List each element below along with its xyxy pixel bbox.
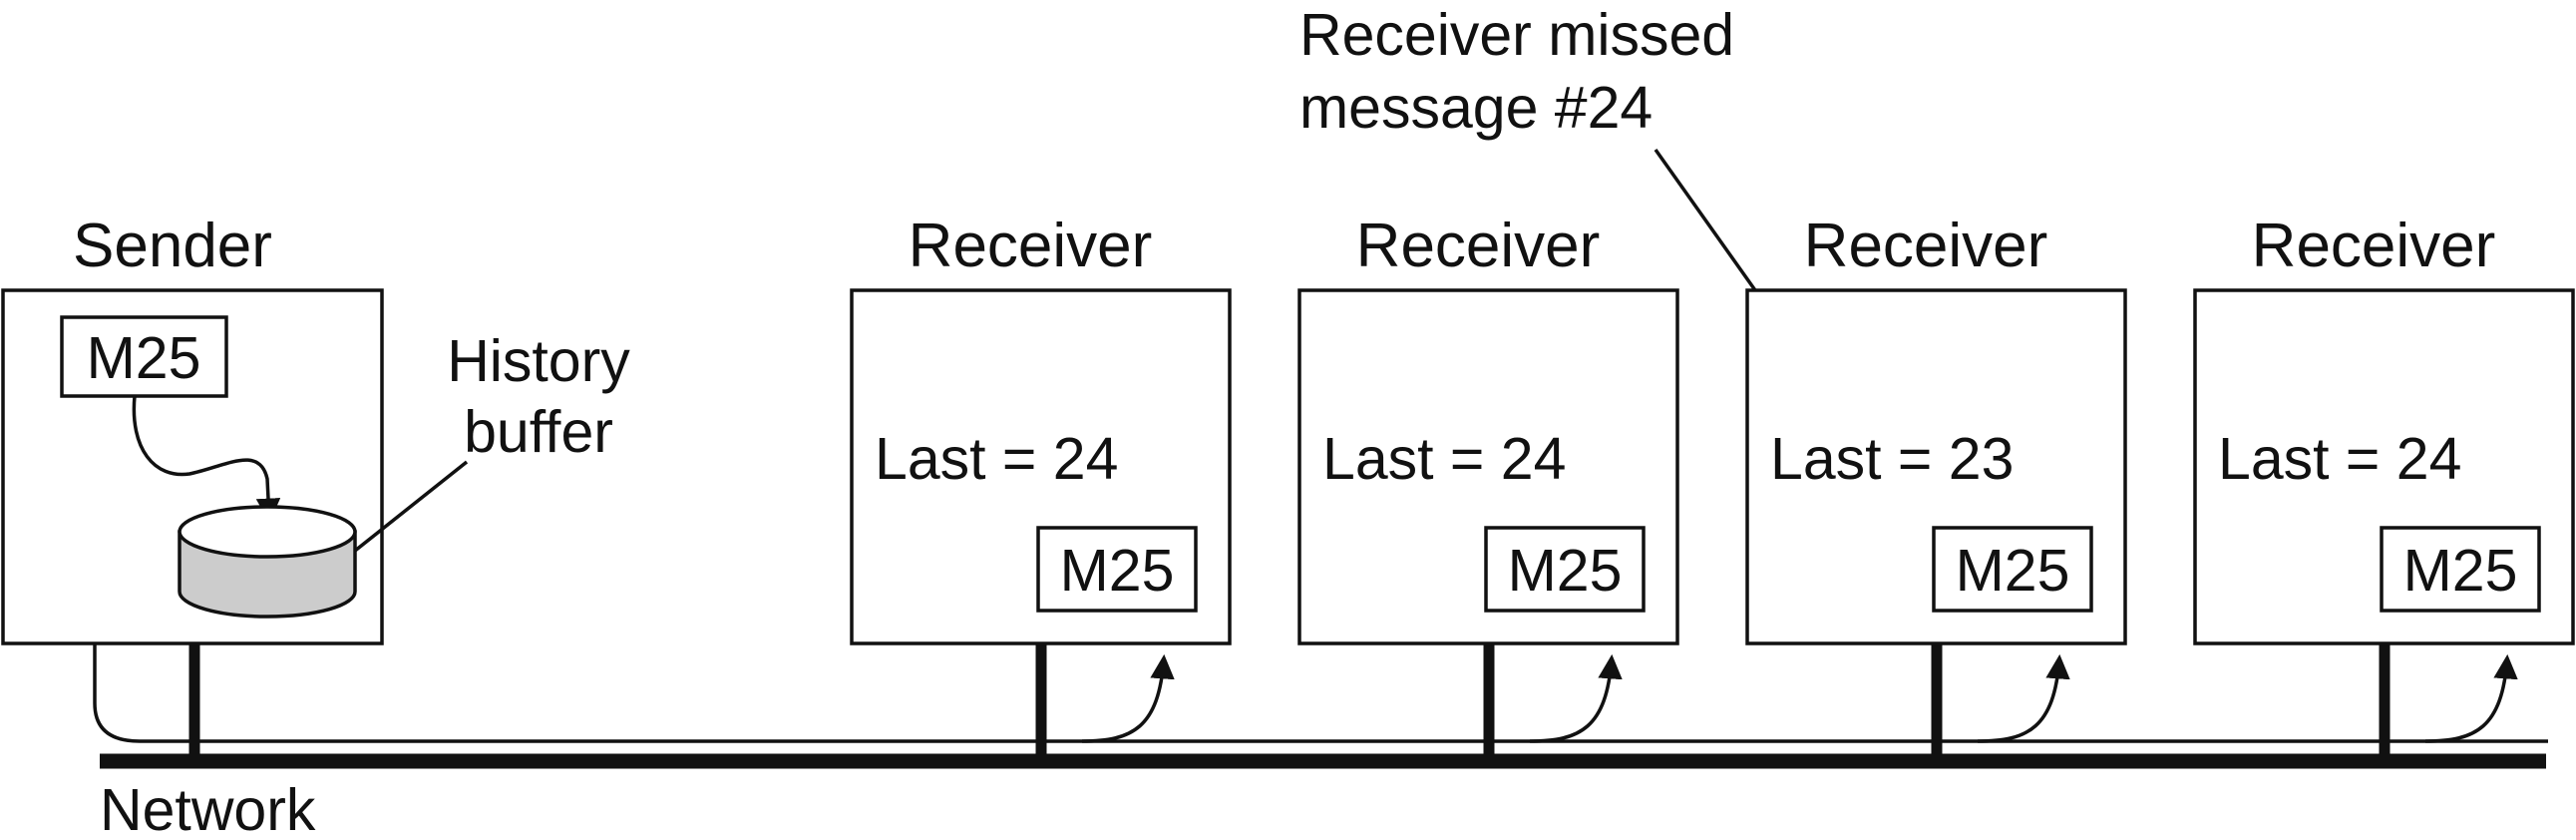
- receiver-2-deliver-arrow: [1529, 653, 1623, 743]
- receiver-1-message-box: [1036, 526, 1198, 613]
- history-buffer-pointer: [353, 460, 469, 553]
- receiver-1-last: Last = 24: [875, 426, 1118, 492]
- receiver-4-message-label: M25: [2403, 538, 2518, 604]
- receiver-3-last: Last = 23: [1770, 426, 2014, 492]
- receiver-4-deliver-arrow: [2424, 653, 2518, 743]
- callout-pointer: [1654, 148, 1757, 292]
- callout-line1: Receiver missed: [1299, 2, 1734, 68]
- sender-title: Sender: [73, 211, 272, 280]
- receiver-3-deliver-arrow: [1977, 653, 2070, 743]
- receiver-4-title: Receiver: [2252, 211, 2496, 280]
- receiver-2-last: Last = 24: [1322, 426, 1566, 492]
- receiver-1-title: Receiver: [909, 211, 1153, 280]
- receiver-2-message-label: M25: [1508, 538, 1623, 604]
- receiver-3-title: Receiver: [1804, 211, 2048, 280]
- callout-line2: message #24: [1299, 75, 1653, 141]
- receiver-2-title: Receiver: [1356, 211, 1601, 280]
- receiver-3-message-box: [1932, 526, 2093, 613]
- receiver-1-message-label: M25: [1060, 538, 1175, 604]
- sender-message-label: M25: [87, 325, 201, 391]
- history-buffer-icon: [178, 505, 357, 619]
- sender-message-box: [60, 315, 228, 398]
- receiver-1-deliver-arrow: [1081, 653, 1175, 743]
- receiver-3-message-label: M25: [1956, 538, 2070, 604]
- receiver-4-message-box: [2380, 526, 2541, 613]
- receiver-4-last: Last = 24: [2218, 426, 2461, 492]
- sender-store-arrow: [132, 395, 281, 524]
- history-buffer-label-line1: History: [447, 328, 630, 394]
- history-buffer-label-line2: buffer: [464, 399, 613, 465]
- multicast-path: [93, 396, 2548, 743]
- receiver-2-message-box: [1484, 526, 1646, 613]
- network-label: Network: [100, 777, 316, 840]
